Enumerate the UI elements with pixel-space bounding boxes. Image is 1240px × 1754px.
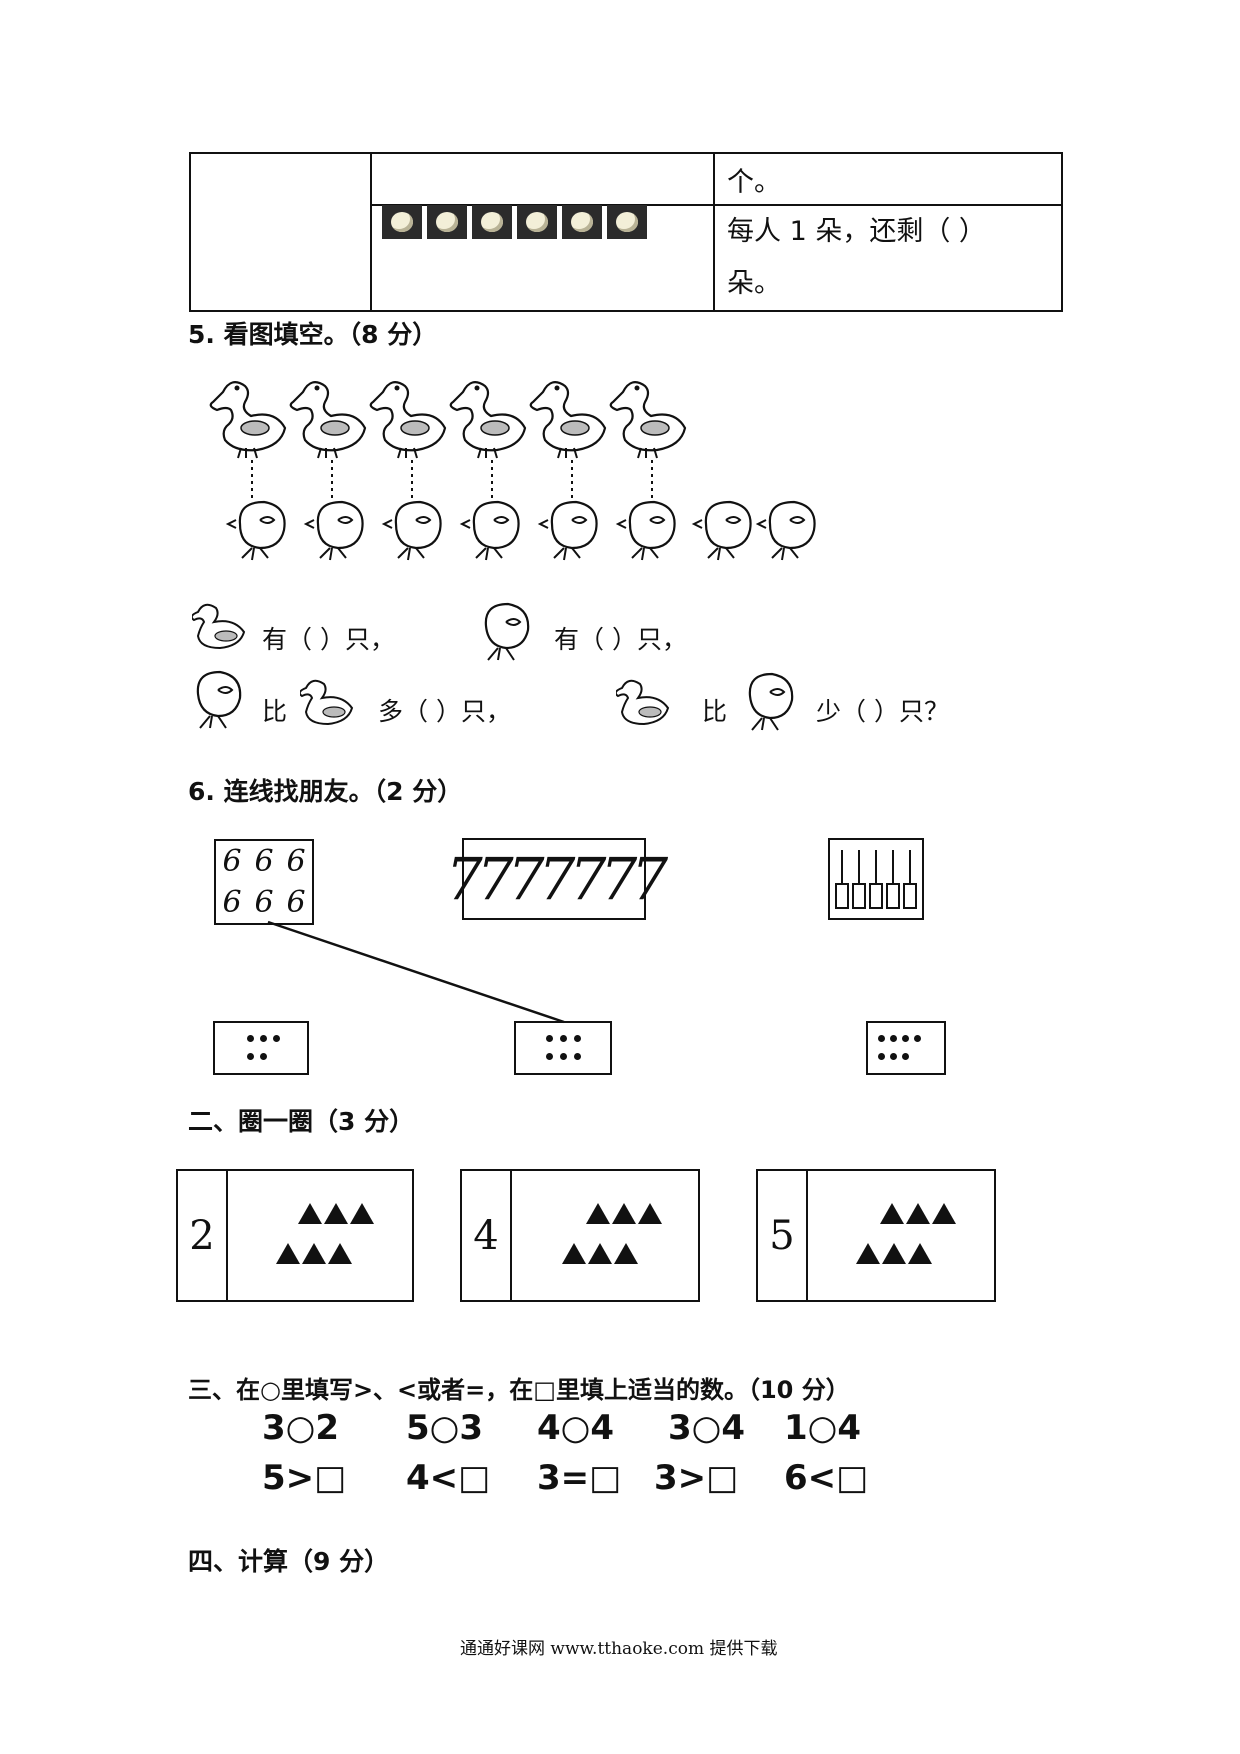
- triangle-icon: [328, 1243, 352, 1264]
- six-glyph: 6: [254, 844, 274, 879]
- compare-word-1: 比: [262, 697, 288, 726]
- dot: [260, 1053, 267, 1060]
- dot: [260, 1035, 267, 1042]
- triangle-icon: [562, 1243, 586, 1264]
- dot: [560, 1053, 567, 1060]
- dot: [273, 1035, 280, 1042]
- duck-icon: [616, 679, 670, 726]
- dot-card-6: [514, 1021, 612, 1075]
- triangle-icon: [614, 1243, 638, 1264]
- less-than-label: 少（ ）只？: [816, 697, 949, 726]
- table-right-cell-1: 个。: [713, 152, 1063, 206]
- dot: [247, 1053, 254, 1060]
- chick-icon: [196, 670, 242, 729]
- dot: [546, 1053, 553, 1060]
- compare-word-2: 比: [702, 697, 728, 726]
- dot: [574, 1053, 581, 1060]
- triangle-icon: [638, 1203, 662, 1224]
- flower-icon: [517, 205, 557, 239]
- flower-icon: [427, 205, 467, 239]
- card-pencils: [828, 838, 924, 920]
- duck-icon: [300, 679, 354, 726]
- triangle-icon: [906, 1203, 930, 1224]
- dot: [914, 1035, 921, 1042]
- triangle-icon: [586, 1203, 610, 1224]
- six-glyph: 6: [286, 844, 306, 879]
- dot: [890, 1035, 897, 1042]
- chick-icon: [748, 672, 794, 731]
- ducks-chicks-illustration: [209, 381, 816, 562]
- flower-icon: [607, 205, 647, 239]
- q6-title: 6. 连线找朋友。（2 分）: [188, 777, 463, 806]
- dot: [878, 1053, 885, 1060]
- circle-box-number: 4: [462, 1171, 512, 1300]
- flower-icon: [382, 205, 422, 239]
- circle-box-number: 5: [758, 1171, 808, 1300]
- six-glyph: 6: [286, 885, 306, 920]
- compare-item: 3○2: [262, 1408, 339, 1448]
- more-than-label: 多（ ）只，: [378, 697, 511, 726]
- fill-item: 6<□: [784, 1458, 869, 1498]
- six-glyph: 6: [222, 885, 242, 920]
- table-middle-cell-1: [370, 152, 715, 206]
- triangle-icon: [880, 1203, 904, 1224]
- chick-icon: [484, 602, 530, 661]
- duck-icon: [192, 603, 246, 650]
- dot: [574, 1035, 581, 1042]
- circle-box-1: 2: [176, 1169, 414, 1302]
- triangle-icon: [350, 1203, 374, 1224]
- six-glyph: 6: [222, 844, 242, 879]
- flower-icon: [472, 205, 512, 239]
- duck-count-label: 有（ ）只，: [262, 625, 395, 654]
- triangle-icon: [856, 1243, 880, 1264]
- connecting-line: [267, 920, 565, 1024]
- fill-item: 5>□: [262, 1458, 347, 1498]
- triangle-icon: [302, 1243, 326, 1264]
- flower-icon: [562, 205, 602, 239]
- dot: [902, 1035, 909, 1042]
- page-footer: 通通好课网 www.tthaoke.com 提供下载: [460, 1639, 778, 1659]
- dot: [560, 1035, 567, 1042]
- table-left-cell: [189, 152, 372, 312]
- dot: [890, 1053, 897, 1060]
- q5-title: 5. 看图填空。（8 分）: [188, 320, 438, 349]
- dot-card-7: [866, 1021, 946, 1075]
- triangle-icon: [932, 1203, 956, 1224]
- fill-item: 4<□: [406, 1458, 491, 1498]
- compare-item: 1○4: [784, 1408, 861, 1448]
- section-2-title: 二、圈一圈（3 分）: [188, 1107, 415, 1136]
- dot: [902, 1053, 909, 1060]
- triangle-icon: [324, 1203, 348, 1224]
- fill-item: 3=□: [537, 1458, 622, 1498]
- circle-box-number: 2: [178, 1171, 228, 1300]
- table-row2-text-2: 朵。: [727, 268, 781, 299]
- triangle-icon: [588, 1243, 612, 1264]
- dot: [247, 1035, 254, 1042]
- circle-box-2: 4: [460, 1169, 700, 1302]
- dot: [546, 1035, 553, 1042]
- triangle-icon: [908, 1243, 932, 1264]
- table-right-cell-2: 每人 1 朵，还剩（ ） 朵。: [713, 204, 1063, 312]
- compare-item: 5○3: [406, 1408, 483, 1448]
- card-sevens: 7777777: [446, 838, 668, 920]
- dot: [878, 1035, 885, 1042]
- triangle-icon: [276, 1243, 300, 1264]
- section-4-title: 四、计算（9 分）: [188, 1547, 390, 1576]
- triangle-icon: [612, 1203, 636, 1224]
- chick-count-label: 有（ ）只，: [554, 625, 687, 654]
- table-row2-text-1: 每人 1 朵，还剩（ ）: [727, 216, 986, 247]
- triangle-icon: [298, 1203, 322, 1224]
- dot-card-5: [213, 1021, 309, 1075]
- fill-item: 3>□: [654, 1458, 739, 1498]
- six-glyph: 6: [254, 885, 274, 920]
- section-3-title: 三、在○里填写>、<或者=，在□里填上适当的数。（10 分）: [188, 1376, 850, 1404]
- compare-item: 3○4: [668, 1408, 745, 1448]
- circle-box-3: 5: [756, 1169, 996, 1302]
- compare-item: 4○4: [537, 1408, 614, 1448]
- flower-row: [382, 205, 647, 239]
- triangle-icon: [882, 1243, 906, 1264]
